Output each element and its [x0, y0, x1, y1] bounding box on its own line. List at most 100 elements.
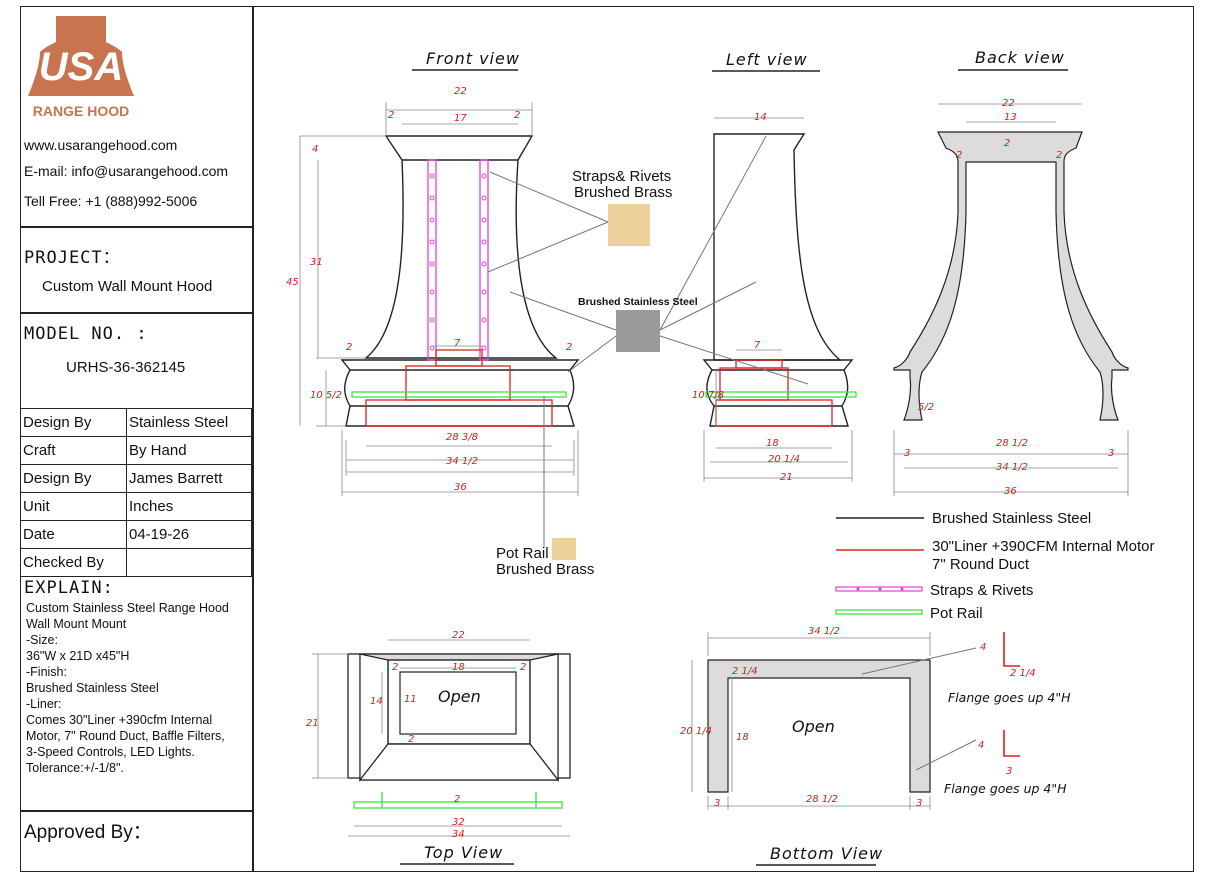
back-view-title: Back view — [975, 48, 1065, 67]
dim-label: 17 — [454, 113, 467, 124]
dim-label: 11 — [404, 694, 417, 705]
bottom-view: 34 1/2 2 1/4 20 1/4 18 28 1/2 3 3 4 2 1/… — [680, 626, 1071, 810]
dim-label: 2 1/4 — [732, 666, 758, 677]
bottom-view-title: Bottom View — [770, 844, 883, 863]
front-view: 22 17 2 2 4 31 45 2 2 7 10 5/2 28 3/8 34… — [286, 86, 580, 496]
legend-liner-label-1: 30"Liner +390CFM Internal Motor — [932, 538, 1155, 555]
top-view: 22 18 2 2 14 11 21 2 2 32 34 Open — [306, 630, 571, 840]
dim-label: 2 — [566, 342, 572, 353]
dim-label: 2 — [1056, 150, 1062, 161]
dim-label: 7 — [454, 338, 461, 349]
dim-label: 20 1/4 — [768, 454, 800, 465]
explain-line: Custom Stainless Steel Range Hood — [26, 601, 229, 615]
dim-label: 2 — [956, 150, 962, 161]
dim-label: 34 — [452, 829, 465, 840]
dim-label: 22 — [454, 86, 467, 97]
explain-body: Custom Stainless Steel Range Hood Wall M… — [26, 600, 250, 776]
dim-label: 2 — [346, 342, 352, 353]
explain-line: 36"W x 21D x45"H — [26, 649, 130, 663]
website-text: www.usarangehood.com — [24, 137, 178, 153]
explain-line: -Size: — [26, 633, 58, 647]
project-heading: PROJECT： — [24, 248, 121, 268]
dim-label: 28 1/2 — [806, 794, 838, 805]
flange-note-2: Flange goes up 4"H — [944, 781, 1067, 796]
dim-label: 45 — [286, 277, 299, 288]
dim-label: 34 1/2 — [996, 462, 1028, 473]
dim-label: 36 — [454, 482, 467, 493]
left-view: 14 7 10 7/8 18 20 1/4 21 — [692, 112, 857, 483]
dim-label: 21 — [306, 718, 319, 729]
dim-label: 20 1/4 — [680, 726, 712, 737]
dim-label: 2 — [454, 794, 460, 805]
dim-label: 10 5/2 — [310, 390, 342, 401]
row-value — [126, 548, 252, 577]
row-key: Craft — [20, 436, 127, 465]
dim-label: 18 — [736, 732, 749, 743]
dim-label: 3 — [1006, 766, 1012, 777]
legend-straps-label: Straps & Rivets — [930, 582, 1033, 599]
svg-text:RANGE HOOD: RANGE HOOD — [33, 103, 129, 119]
dim-label: 13 — [1004, 112, 1017, 123]
table-row: Checked By — [20, 548, 252, 577]
left-view-title: Left view — [726, 50, 808, 69]
dim-label: 22 — [1002, 98, 1015, 109]
pot-rail-callout-line2: Brushed Brass — [496, 561, 594, 578]
explain-line: -Liner: — [26, 697, 62, 711]
dim-label: 4 — [980, 642, 986, 653]
dim-label: 14 — [754, 112, 767, 123]
explain-line: Comes 30"Liner +390cfm Internal — [26, 713, 213, 727]
dim-label: 3 — [904, 448, 910, 459]
dim-label: 22 — [452, 630, 465, 641]
dim-label: 2 — [520, 662, 526, 673]
svg-text:USA: USA — [39, 45, 123, 89]
legend-liner-label-2: 7" Round Duct — [932, 556, 1030, 573]
explain-line: Motor, 7" Round Duct, Baffle Filters, — [26, 729, 225, 743]
legend-steel-label: Brushed Stainless Steel — [932, 510, 1091, 527]
back-view: 22 13 2 2 2 5/2 28 1/2 3 3 34 1/2 36 — [893, 98, 1129, 497]
dim-label: 7 — [754, 340, 761, 351]
front-view-title: Front view — [426, 49, 520, 68]
dim-label: 3 — [714, 798, 720, 809]
legend: Brushed Stainless Steel 30"Liner +390CFM… — [835, 510, 1155, 622]
dim-label: 10 7/8 — [692, 390, 724, 401]
explain-heading: EXPLAIN: — [24, 578, 114, 598]
explain-line: 3-Speed Controls, LED Lights. — [26, 745, 195, 759]
straps-callout-line1: Straps& Rivets — [572, 168, 671, 185]
dim-label: 2 1/4 — [1010, 668, 1036, 679]
row-value: Stainless Steel — [126, 408, 252, 437]
dim-label: 34 1/2 — [446, 456, 478, 467]
top-view-title: Top View — [424, 843, 503, 862]
dim-label: 3 — [916, 798, 922, 809]
explain-line: Tolerance:+/-1/8". — [26, 761, 124, 775]
dim-label: 2 — [392, 662, 398, 673]
steel-callout: Brushed Stainless Steel — [578, 296, 698, 308]
dim-label: 28 1/2 — [996, 438, 1028, 449]
email-text: E-mail: info@usarangehood.com — [24, 163, 229, 179]
dim-label: 32 — [452, 817, 465, 828]
row-value: By Hand — [126, 436, 252, 465]
phone-text: Tell Free: +1 (888)992-5006 — [24, 193, 198, 209]
dim-label: 28 3/8 — [446, 432, 478, 443]
pot-rail-callout-line1: Pot Rail — [496, 545, 549, 562]
dim-label: 14 — [370, 696, 383, 707]
flange-note-1: Flange goes up 4"H — [948, 690, 1071, 705]
title-block: USA RANGE HOOD www.usarangehood.com E-ma… — [20, 6, 254, 872]
dim-label: 2 — [408, 734, 414, 745]
row-key: Design By — [20, 464, 127, 493]
divider — [20, 226, 252, 228]
dim-label: 34 1/2 — [808, 626, 840, 637]
dim-label: 5/2 — [918, 402, 934, 413]
dim-label: 4 — [312, 144, 318, 155]
dim-label: 2 — [1004, 138, 1010, 149]
usa-range-hood-logo: USA RANGE HOOD — [26, 12, 136, 124]
dim-label: 3 — [1108, 448, 1114, 459]
project-value: Custom Wall Mount Hood — [42, 278, 213, 295]
approved-by-label: Approved By： — [24, 822, 152, 843]
straps-callout-line2: Brushed Brass — [574, 184, 672, 201]
